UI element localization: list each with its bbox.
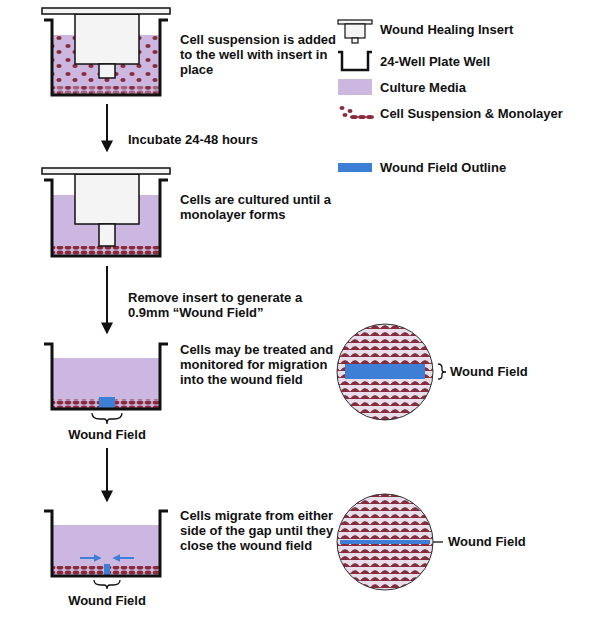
wound-field-label: Wound Field	[448, 534, 568, 549]
well-stage-4	[44, 511, 168, 589]
bracket	[92, 413, 122, 424]
legend-text: Cell Suspension & Monolayer	[380, 106, 585, 121]
legend-text: Wound Field Outline	[380, 160, 585, 175]
step-arrow	[106, 104, 108, 150]
step-arrow-label: Incubate 24-48 hours	[128, 132, 328, 147]
legend-swatch	[338, 79, 372, 95]
bracket	[94, 580, 120, 589]
well-stage-1	[42, 8, 170, 95]
wound-field-label: Wound Field	[450, 364, 570, 379]
step-caption: Cells are cultured until a monolayer for…	[180, 192, 345, 222]
step-caption: Cells migrate from either side of the ga…	[180, 508, 345, 553]
legend-swatch	[338, 163, 372, 172]
wound-field-label: Wound Field	[52, 427, 162, 442]
top-view-circle	[337, 494, 443, 590]
legend-text: Culture Media	[380, 80, 585, 95]
step-caption: Cell suspension is added to the well wit…	[180, 32, 350, 77]
wound-field-label: Wound Field	[52, 593, 162, 608]
step-arrow-label: Remove insert to generate a 0.9mm “Wound…	[128, 290, 328, 320]
legend-text: Wound Healing Insert	[380, 22, 585, 37]
top-view-circle	[337, 324, 446, 420]
step-arrow	[106, 266, 108, 332]
legend-cells-icon	[340, 106, 375, 119]
legend-insert-icon	[338, 20, 372, 43]
well-stage-3	[44, 344, 168, 424]
legend-well-icon	[338, 52, 372, 70]
step-arrow	[106, 448, 108, 500]
step-caption: Cells may be treated and monitored for m…	[180, 342, 340, 387]
well-stage-2	[42, 168, 170, 256]
legend-text: 24-Well Plate Well	[380, 54, 585, 69]
